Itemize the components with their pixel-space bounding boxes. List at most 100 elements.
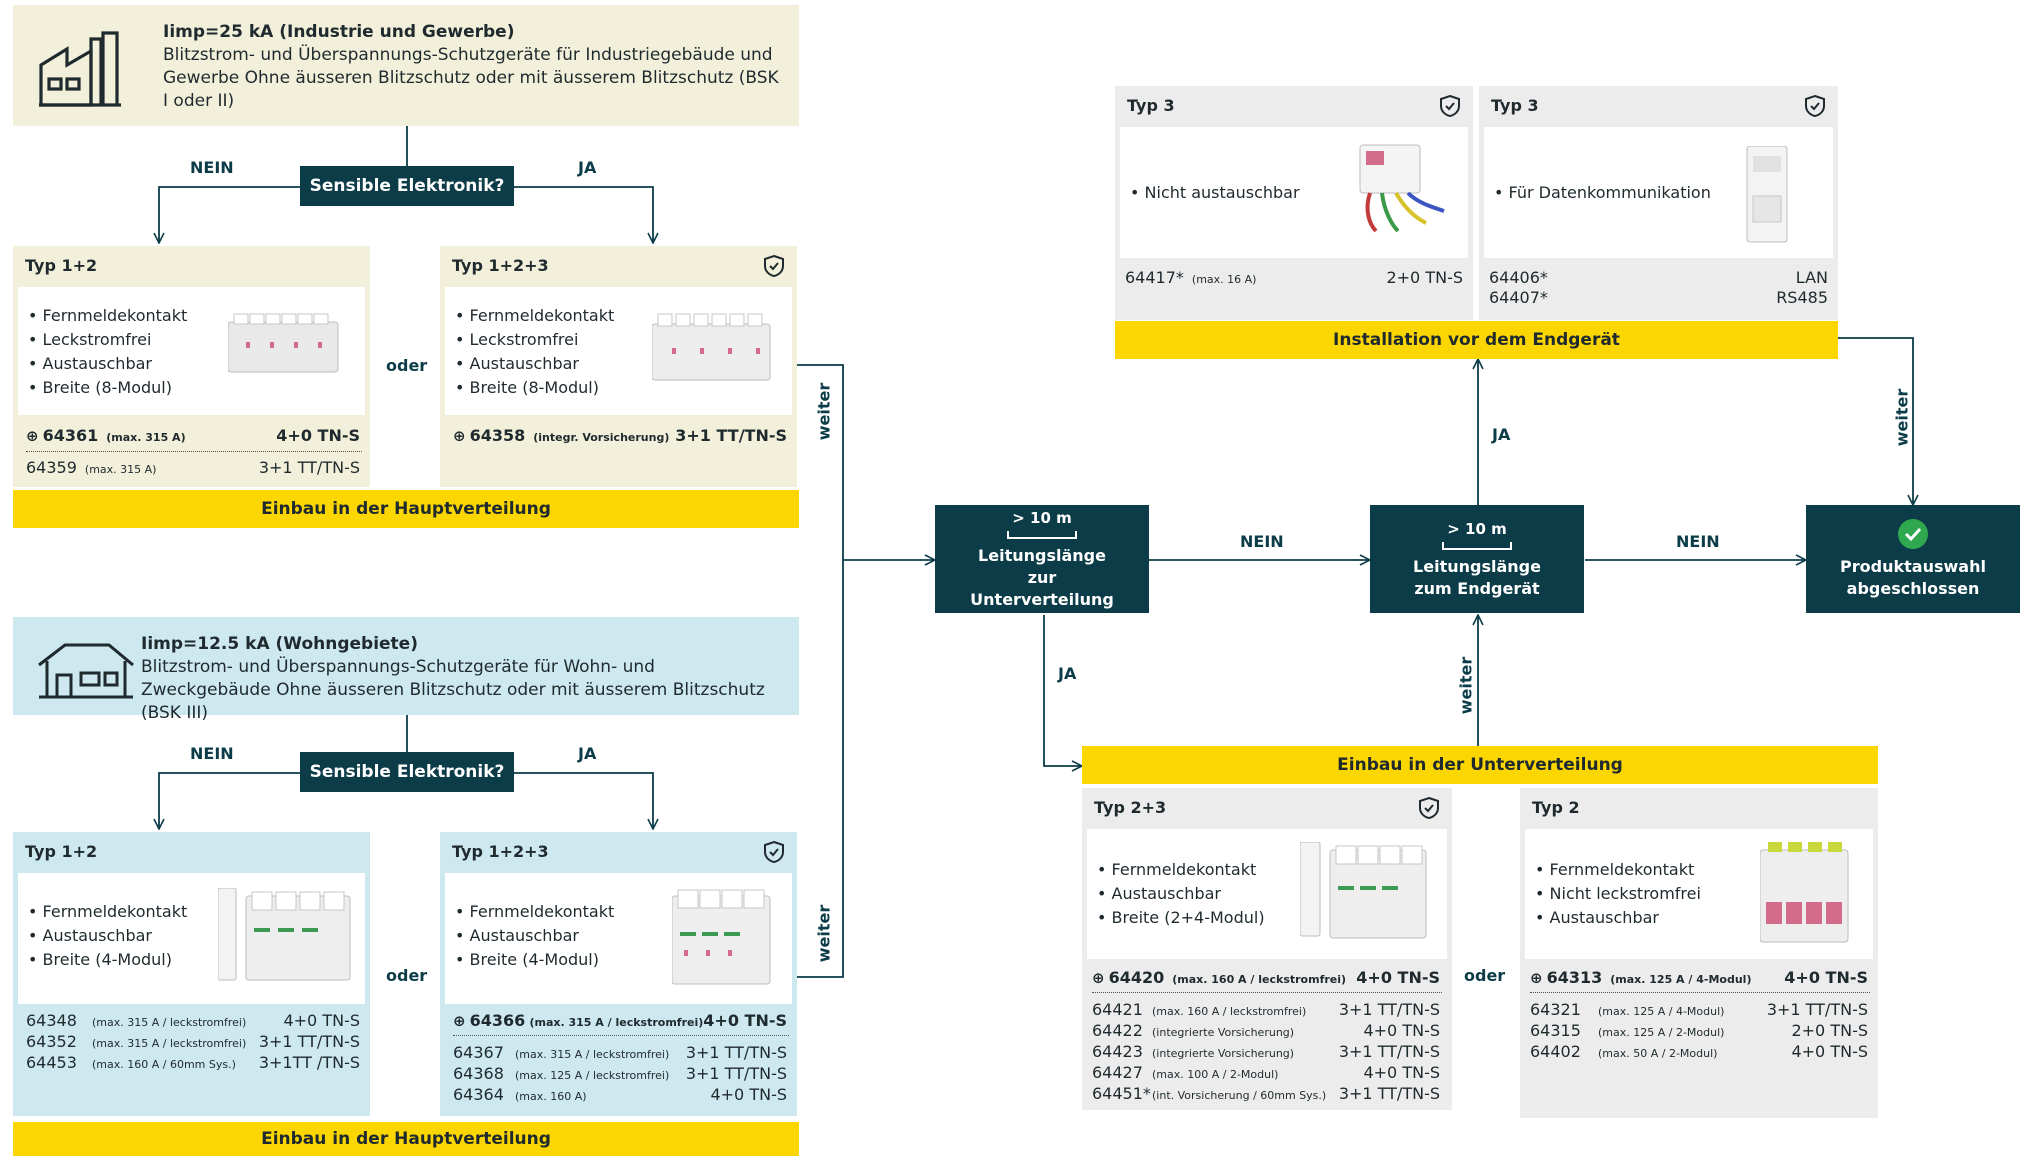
feature-list: • Nicht austauschbar: [1130, 183, 1300, 202]
sensitive-electronics-question-top: Sensible Elektronik?: [300, 166, 514, 206]
weiter-label: weiter: [814, 382, 834, 441]
card-title: Typ 2: [1532, 798, 1580, 817]
surge-protection-icon: ⊕: [453, 427, 466, 445]
node-line-length-end-device: > 10 m Leitungslänge zum Endgerät: [1370, 505, 1584, 613]
feature-list: • Für Datenkommunikation: [1494, 183, 1711, 202]
product-image-2-4-module: [1300, 842, 1427, 939]
product-row: ⊕ 64366 (max. 315 A / leckstromfrei) 4+0…: [453, 1011, 787, 1030]
product-card-typ2: Typ 2 • Fernmeldekontakt • Nicht leckstr…: [1520, 788, 1878, 1118]
node-label: Leitungslänge zum Endgerät: [1413, 557, 1541, 598]
feature-list: • Fernmeldekontakt • Nicht leckstromfrei…: [1535, 860, 1701, 927]
product-row: 64402 (max. 50 A / 2-Modul) 4+0 TN-S: [1530, 1042, 1868, 1061]
residential-header: Iimp=12.5 kA (Wohngebiete) Blitzstrom- u…: [13, 617, 799, 723]
product-row: 64453 (max. 160 A / 60mm Sys.) 3+1TT /TN…: [26, 1053, 360, 1072]
card-title: Typ 1+2+3: [452, 842, 549, 861]
ruler-icon: [1442, 542, 1512, 550]
industry-header: Iimp=25 kA (Industrie und Gewerbe) Blitz…: [13, 5, 799, 126]
product-row: 64417* (max. 16 A) 2+0 TN-S: [1125, 268, 1463, 287]
node-product-selection-complete: Produktauswahl abgeschlossen: [1806, 505, 2020, 613]
node-label: Leitungslänge zur Unterverteilung: [970, 546, 1114, 609]
product-row: 64451* (int. Vorsicherung / 60mm Sys.) 3…: [1092, 1084, 1440, 1103]
label-yes-top: JA: [578, 158, 597, 177]
product-row: 64406* LAN: [1489, 268, 1828, 287]
product-image-8-module: [652, 313, 771, 381]
product-image-8-module: [228, 313, 339, 373]
shield-check-icon: [1440, 94, 1460, 118]
label-yes-subdistribution: JA: [1058, 664, 1077, 683]
install-main-distribution-bar-bottom: Einbau in der Hauptverteilung: [13, 1122, 799, 1156]
house-icon: [38, 643, 134, 699]
product-card-typ23: Typ 2+3 • Fernmeldekontakt • Austauschba…: [1082, 788, 1452, 1110]
industry-title: Iimp=25 kA (Industrie und Gewerbe): [163, 22, 515, 42]
product-row: 64352 (max. 315 A / leckstromfrei) 3+1 T…: [26, 1032, 360, 1051]
oder-label: oder: [382, 356, 432, 375]
product-card-typ3-data: Typ 3 • Für Datenkommunikation 64406* LA…: [1479, 86, 1838, 320]
distance-label: > 10 m: [1447, 520, 1507, 538]
check-circle-icon: [1898, 519, 1928, 549]
surge-protection-icon: ⊕: [26, 427, 39, 445]
product-row: ⊕ 64361 (max. 315 A) 4+0 TN-S: [26, 426, 360, 445]
oder-label: oder: [382, 966, 432, 985]
card-title: Typ 2+3: [1094, 798, 1167, 817]
feature-list: • Fernmeldekontakt • Leckstromfrei • Aus…: [28, 306, 188, 397]
card-title: Typ 3: [1491, 96, 1539, 115]
label-no-end-device: NEIN: [1676, 532, 1720, 551]
product-row: ⊕ 64420 (max. 160 A / leckstromfrei) 4+0…: [1092, 968, 1440, 987]
feature-list: • Fernmeldekontakt • Austauschbar • Brei…: [28, 902, 188, 969]
product-card-typ3-non-replaceable: Typ 3 • Nicht austauschbar 64417* (max. …: [1115, 86, 1473, 320]
feature-list: • Fernmeldekontakt • Austauschbar • Brei…: [455, 902, 615, 969]
label-yes-end-device: JA: [1492, 425, 1511, 444]
node-label: Produktauswahl abgeschlossen: [1840, 557, 1986, 598]
product-row: 64321 (max. 125 A / 4-Modul) 3+1 TT/TN-S: [1530, 1000, 1868, 1019]
residential-title: Iimp=12.5 kA (Wohngebiete): [141, 634, 418, 654]
card-title: Typ 1+2: [25, 256, 98, 275]
weiter-label: weiter: [1456, 656, 1476, 715]
product-image-4-module: [218, 888, 351, 981]
product-row: 64364 (max. 160 A) 4+0 TN-S: [453, 1085, 787, 1104]
feature-list: • Fernmeldekontakt • Leckstromfrei • Aus…: [455, 306, 615, 397]
weiter-label: weiter: [1892, 388, 1912, 447]
install-subdistribution-bar: Einbau in der Unterverteilung: [1082, 746, 1878, 784]
product-image-data-module: [1746, 146, 1788, 243]
product-row: ⊕ 64313 (max. 125 A / 4-Modul) 4+0 TN-S: [1530, 968, 1868, 987]
product-image-4-module: [672, 889, 771, 985]
product-card-typ12-industry: Typ 1+2 • Fernmeldekontakt • Leckstromfr…: [13, 246, 370, 487]
product-row: ⊕ 64358 (integr. Vorsicherung) 3+1 TT/TN…: [453, 426, 787, 445]
factory-icon: [39, 31, 121, 107]
product-image-typ2-module: [1760, 842, 1849, 943]
product-row: 64367 (max. 315 A / leckstromfrei) 3+1 T…: [453, 1043, 787, 1062]
weiter-label: weiter: [814, 904, 834, 963]
shield-check-icon: [1805, 94, 1825, 118]
product-row: 64348 (max. 315 A / leckstromfrei) 4+0 T…: [26, 1011, 360, 1030]
surge-protection-icon: ⊕: [1530, 969, 1543, 987]
install-main-distribution-bar-top: Einbau in der Hauptverteilung: [13, 490, 799, 528]
shield-check-icon: [764, 254, 784, 278]
label-no-top: NEIN: [190, 158, 234, 177]
surge-protection-icon: ⊕: [1092, 969, 1105, 987]
product-card-typ123-residential: Typ 1+2+3 • Fernmeldekontakt • Austausch…: [440, 832, 797, 1116]
shield-check-icon: [764, 840, 784, 864]
product-row: 64368 (max. 125 A / leckstromfrei) 3+1 T…: [453, 1064, 787, 1083]
industry-description: Blitzstrom- und Überspannungs-Schutzgerä…: [163, 45, 779, 111]
product-image-cable-module: [1359, 144, 1445, 233]
product-row: 64427 (max. 100 A / 2-Modul) 4+0 TN-S: [1092, 1063, 1440, 1082]
card-title: Typ 1+2+3: [452, 256, 549, 275]
sensitive-electronics-question-bottom: Sensible Elektronik?: [300, 752, 514, 792]
product-card-typ12-residential: Typ 1+2 • Fernmeldekontakt • Austauschba…: [13, 832, 370, 1116]
product-row: 64315 (max. 125 A / 2-Modul) 2+0 TN-S: [1530, 1021, 1868, 1040]
shield-check-icon: [1419, 796, 1439, 820]
label-no-bottom: NEIN: [190, 744, 234, 763]
product-card-typ123-industry: Typ 1+2+3 • Fernmeldekontakt • Leckstrom…: [440, 246, 797, 487]
product-row: 64421 (max. 160 A / leckstromfrei) 3+1 T…: [1092, 1000, 1440, 1019]
node-line-length-subdistribution: > 10 m Leitungslänge zur Unterverteilung: [935, 505, 1149, 613]
product-row: 64422 (integrierte Vorsicherung) 4+0 TN-…: [1092, 1021, 1440, 1040]
install-before-end-device-bar: Installation vor dem Endgerät: [1115, 321, 1838, 359]
label-yes-bottom: JA: [578, 744, 597, 763]
surge-protection-icon: ⊕: [453, 1012, 466, 1030]
product-row: 64359 (max. 315 A) 3+1 TT/TN-S: [26, 458, 360, 477]
label-no-subdistribution: NEIN: [1240, 532, 1284, 551]
product-row: 64407* RS485: [1489, 288, 1828, 307]
ruler-icon: [1007, 531, 1077, 539]
card-title: Typ 3: [1127, 96, 1175, 115]
